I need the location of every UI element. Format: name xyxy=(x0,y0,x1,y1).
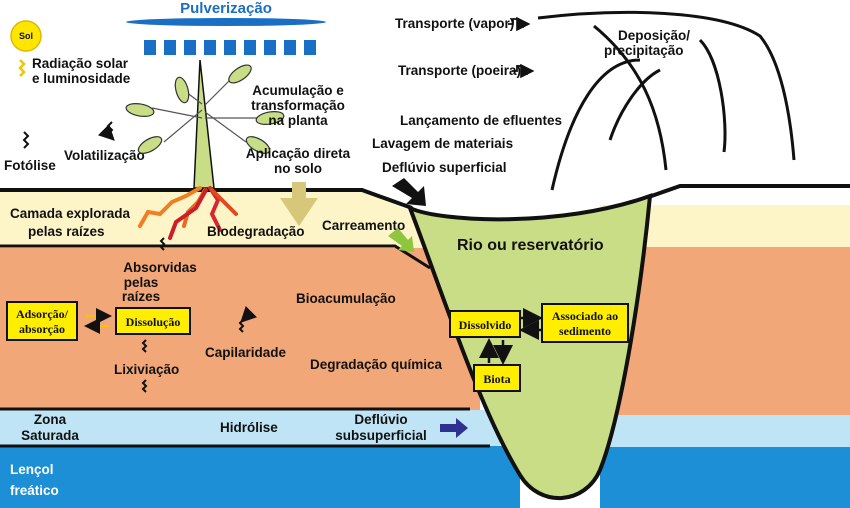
dissolution-label: Dissolução xyxy=(126,315,181,329)
photolysis-icon xyxy=(22,131,30,149)
dissolved-box: Dissolvido xyxy=(449,310,521,338)
leaching-icon-top xyxy=(141,339,148,353)
leaching-label: Lixiviação xyxy=(114,362,179,377)
sediment-label-2: sedimento xyxy=(559,324,611,338)
adsorption-box: Adsorção/ absorção xyxy=(6,301,78,341)
absorbed-label-2: pelas xyxy=(124,275,159,290)
saturated-zone-label-1: Zona xyxy=(34,412,67,427)
deposition-label-1: Deposição/ xyxy=(618,28,690,43)
sun-icon: Sol xyxy=(10,20,42,52)
chemical-degradation-label: Degradação química xyxy=(310,357,443,372)
solar-radiation-label-2: e luminosidade xyxy=(32,71,131,86)
right-water-table xyxy=(600,447,850,508)
washing-label: Lavagem de materiais xyxy=(372,136,513,151)
solar-radiation-icon xyxy=(18,59,26,77)
root-zone-label-1: Camada explorada xyxy=(10,206,131,221)
plant-icon xyxy=(125,59,285,189)
photolysis-label: Fotólise xyxy=(4,158,56,173)
water-table-layer xyxy=(0,446,520,508)
capillarity-label: Capilaridade xyxy=(205,345,287,360)
absorbed-label-1: Absorvidas xyxy=(123,260,197,275)
biota-label: Biota xyxy=(483,372,510,386)
subsurface-runoff-arrow xyxy=(440,418,468,438)
subsurface-runoff-label-1: Deflúvio xyxy=(354,412,407,427)
plant-accumulation-label-2: transformação xyxy=(251,98,345,113)
absorbed-roots-icon xyxy=(159,237,166,251)
right-saturated-zone xyxy=(600,415,850,447)
plant-stem xyxy=(193,59,215,189)
dissolution-box: Dissolução xyxy=(115,307,191,335)
direct-application-arrow xyxy=(280,182,318,226)
surface-runoff-label: Deflúvio superficial xyxy=(382,160,507,175)
transport-dust-label: Transporte (poeira) xyxy=(398,63,521,78)
water-table-label-1: Lençol xyxy=(10,462,54,477)
spray-nozzle-group: Pulverização xyxy=(126,0,326,55)
carrying-arrow xyxy=(388,228,414,252)
biodegradation-label: Biodegradação xyxy=(207,224,305,239)
volatilization-icon xyxy=(97,121,115,141)
ground-surface-line xyxy=(0,188,413,210)
leaching-icon-bottom xyxy=(141,379,148,393)
plant-accumulation-label-3: na planta xyxy=(268,113,328,128)
dissolved-label: Dissolvido xyxy=(459,318,512,332)
plant-roots xyxy=(138,186,238,240)
river-title: Rio ou reservatório xyxy=(457,237,604,254)
transport-vapor-icon xyxy=(508,16,531,32)
carrying-label: Carreamento xyxy=(322,218,405,233)
absorbed-label-3: raízes xyxy=(122,289,160,304)
right-ground-surface xyxy=(639,184,850,202)
subsurface-runoff-label-2: subsuperficial xyxy=(335,428,427,443)
hydrolysis-label: Hidrólise xyxy=(220,420,278,435)
adsorption-label-2: absorção xyxy=(19,322,65,336)
volatilization-label: Volatilização xyxy=(64,148,145,163)
sediment-label-1: Associado ao xyxy=(552,309,618,323)
spray-droplets xyxy=(144,40,316,55)
saturated-zone-label-2: Saturada xyxy=(21,428,79,443)
direct-application-label-1: Aplicação direta xyxy=(246,146,351,161)
direct-application-label-2: no solo xyxy=(274,161,322,176)
root-zone-label-2: pelas raízes xyxy=(28,224,105,239)
sun-label: Sol xyxy=(19,31,33,41)
spray-title: Pulverização xyxy=(180,0,272,17)
plant-accumulation-label-1: Acumulação e xyxy=(252,83,344,98)
biota-box: Biota xyxy=(473,364,521,392)
transport-vapor-label: Transporte (vapor) xyxy=(395,16,514,31)
transport-dust-icon xyxy=(512,63,535,79)
deposition-curves xyxy=(537,10,796,191)
adsorption-label-1: Adsorção/ xyxy=(16,307,69,321)
bioaccumulation-label: Bioacumulação xyxy=(296,291,396,306)
solar-radiation-label-1: Radiação solar xyxy=(32,56,129,71)
spray-disc xyxy=(126,18,326,26)
surface-runoff-arrow xyxy=(392,178,426,206)
saturated-zone-layer xyxy=(0,410,500,446)
effluent-label: Lançamento de efluentes xyxy=(400,113,562,128)
capillarity-icon xyxy=(238,305,258,333)
water-table-label-2: freático xyxy=(10,483,59,498)
sediment-box: Associado ao sedimento xyxy=(541,303,629,343)
root-zone-boundary xyxy=(0,244,431,270)
